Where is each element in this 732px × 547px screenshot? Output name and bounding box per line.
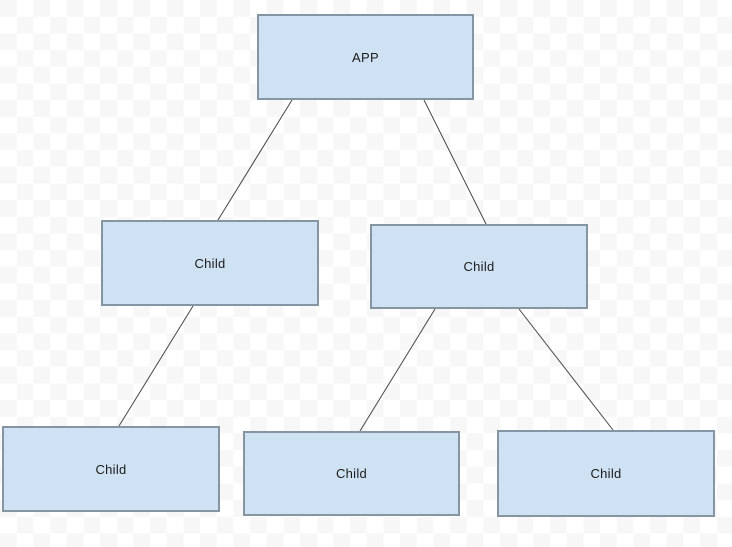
node-grandchild-right[interactable]: Child	[497, 430, 715, 517]
node-label: Child	[335, 466, 368, 481]
node-grandchild-left[interactable]: Child	[2, 426, 220, 512]
edge-app-to-child-left	[217, 99, 293, 221]
node-label: Child	[95, 461, 127, 477]
node-app[interactable]: APP	[257, 14, 474, 100]
edge-child-to-grandchild-middle	[359, 308, 436, 432]
node-label: APP	[352, 49, 379, 65]
node-child-left[interactable]: Child	[101, 220, 319, 306]
node-grandchild-middle[interactable]: Child	[243, 431, 460, 516]
edge-app-to-child-right	[423, 99, 487, 225]
node-label: Child	[590, 466, 622, 481]
node-label: Child	[463, 259, 495, 274]
node-child-right[interactable]: Child	[370, 224, 588, 309]
edge-child-to-grandchild-right	[518, 308, 614, 431]
edge-child-to-grandchild-left	[118, 305, 194, 427]
node-label: Child	[194, 255, 226, 271]
